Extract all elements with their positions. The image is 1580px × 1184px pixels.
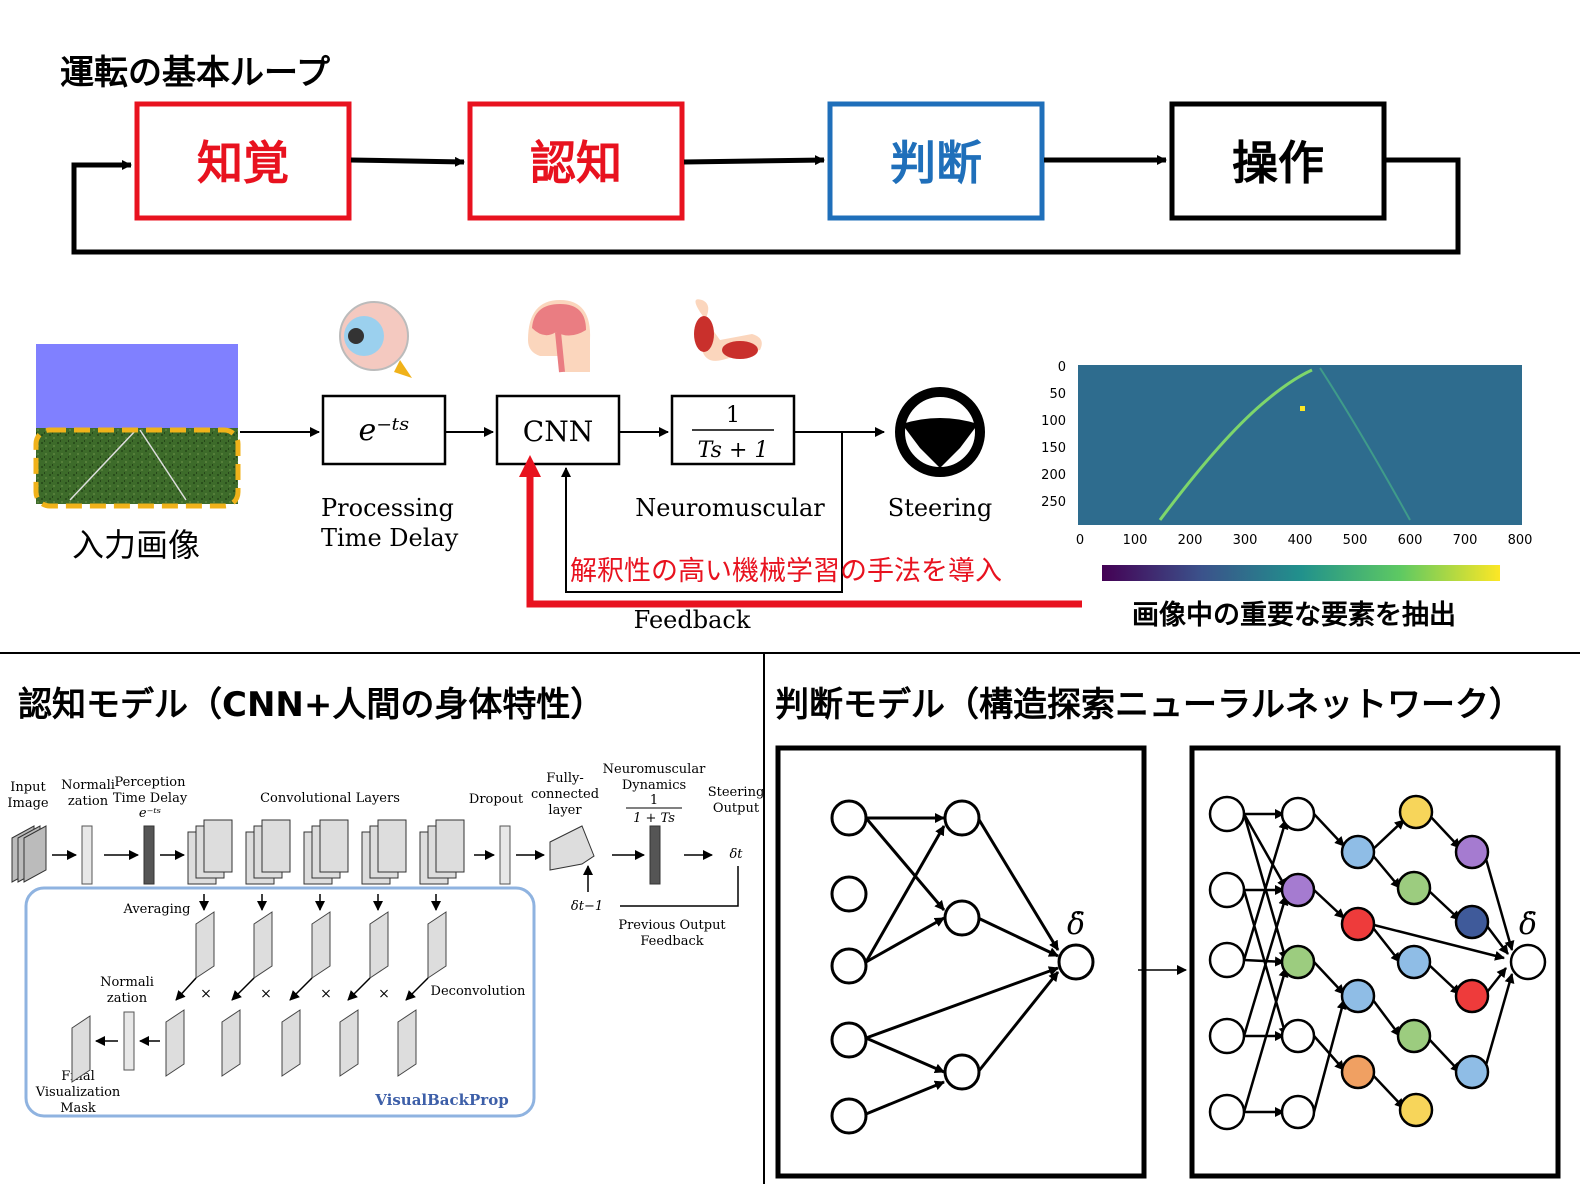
loop-label-decision: 判断 bbox=[890, 136, 982, 190]
heatmap-xtick-5: 500 bbox=[1343, 533, 1368, 548]
heatmap-xtick-3: 300 bbox=[1233, 533, 1258, 548]
loop-label-perception: 知覚 bbox=[197, 136, 289, 190]
brain-icon bbox=[528, 300, 591, 373]
cnn-architecture: × × × × VisualBackProp bbox=[11, 819, 739, 1118]
output-symbol-left: δ̇ bbox=[1067, 907, 1085, 942]
heatmap-caption: 画像中の重要な要素を抽出 bbox=[1132, 600, 1456, 631]
label-input-2: Image bbox=[7, 796, 49, 811]
label-final-2: Visualization bbox=[35, 1085, 121, 1100]
neuro-label: Neuromuscular bbox=[635, 494, 825, 522]
steering-wheel-icon bbox=[895, 387, 985, 477]
label-prev-2: Feedback bbox=[640, 934, 703, 949]
label-perception-2: Time Delay bbox=[113, 791, 188, 806]
cognition-title: 認知モデル（CNN+人間の身体特性） bbox=[18, 685, 604, 725]
heatmap-xtick-6: 600 bbox=[1398, 533, 1423, 548]
label-steer-2: Output bbox=[713, 801, 760, 816]
label-deconv: Deconvolution bbox=[431, 984, 527, 999]
heatmap-xtick-1: 100 bbox=[1123, 533, 1148, 548]
label-norm2-1: Normali bbox=[100, 975, 154, 990]
label-dropout: Dropout bbox=[469, 792, 524, 807]
label-fc-2: connected bbox=[531, 787, 599, 802]
loop-box-cognition: 認知 bbox=[467, 101, 685, 221]
heatmap-ytick-3: 150 bbox=[1041, 441, 1066, 456]
label-final-3: Mask bbox=[60, 1101, 96, 1116]
structured-network: δ̇ bbox=[1189, 745, 1561, 1179]
feedback-label: Feedback bbox=[634, 606, 751, 634]
label-averaging: Averaging bbox=[122, 902, 190, 917]
label-neuro-3: 1 bbox=[650, 793, 658, 808]
tf-denominator: Ts + 1 bbox=[698, 438, 769, 463]
input-image bbox=[33, 344, 241, 509]
heatmap-ytick-5: 250 bbox=[1041, 495, 1066, 510]
muscle-icon bbox=[694, 299, 762, 361]
delay-label-2: Time Delay bbox=[321, 524, 459, 552]
label-norm2-2: zation bbox=[107, 991, 148, 1006]
red-arrow bbox=[519, 455, 1082, 608]
loop-box-perception: 知覚 bbox=[134, 101, 352, 221]
colorbar bbox=[1102, 565, 1500, 581]
label-input-1: Input bbox=[10, 780, 46, 795]
loop-box-decision: 判断 bbox=[827, 101, 1045, 221]
heatmap-xtick-2: 200 bbox=[1178, 533, 1203, 548]
heatmap-ytick-0: 0 bbox=[1058, 360, 1066, 375]
label-neuro-1: Neuromuscular bbox=[603, 762, 706, 777]
times-2: × bbox=[260, 986, 272, 1002]
vbp-label: VisualBackProp bbox=[374, 1091, 508, 1109]
label-neuro-4: 1 + Ts bbox=[633, 811, 675, 826]
heatmap-ytick-4: 200 bbox=[1041, 468, 1066, 483]
loop-title: 運転の基本ループ bbox=[60, 53, 330, 93]
cnn-block: CNN bbox=[495, 394, 621, 466]
delay-expr: e⁻ᵗˢ bbox=[358, 413, 409, 448]
heatmap-xtick-4: 400 bbox=[1288, 533, 1313, 548]
heatmap-ytick-1: 50 bbox=[1049, 387, 1066, 402]
heatmap: 0 50 100 150 200 250 0 100 200 300 400 5… bbox=[1041, 360, 1532, 581]
heatmap-ytick-2: 100 bbox=[1041, 414, 1066, 429]
times-4: × bbox=[378, 986, 390, 1002]
output-symbol-right: δ̇ bbox=[1519, 907, 1537, 942]
heatmap-xtick-8: 800 bbox=[1508, 533, 1533, 548]
steering-label: Steering bbox=[888, 494, 992, 522]
times-1: × bbox=[200, 986, 212, 1002]
input-image-label: 入力画像 bbox=[72, 526, 200, 564]
label-fc-1: Fully- bbox=[546, 771, 583, 786]
label-neuro-2: Dynamics bbox=[622, 778, 686, 793]
label-delta-t1: δt−1 bbox=[571, 899, 603, 914]
cnn-label: CNN bbox=[523, 415, 593, 448]
heatmap-xtick-7: 700 bbox=[1453, 533, 1478, 548]
decision-title: 判断モデル（構造探索ニューラルネットワーク） bbox=[775, 685, 1523, 725]
simple-network: δ̇ bbox=[775, 745, 1147, 1179]
label-prev-1: Previous Output bbox=[618, 918, 726, 933]
label-delta-t: δt bbox=[729, 847, 743, 862]
label-perception-1: Perception bbox=[115, 775, 187, 790]
transfer-function-block: 1 Ts + 1 bbox=[670, 394, 796, 466]
delay-block: e⁻ᵗˢ bbox=[321, 394, 447, 466]
heatmap-xtick-0: 0 bbox=[1076, 533, 1084, 548]
label-perception-3: e⁻ᵗˢ bbox=[139, 806, 161, 821]
pipeline-arrows bbox=[240, 427, 885, 593]
loop-box-operation: 操作 bbox=[1169, 101, 1387, 221]
cognition-labels: Input Image Normali zation Perception Ti… bbox=[7, 762, 764, 1116]
times-3: × bbox=[320, 986, 332, 1002]
label-conv: Convolutional Layers bbox=[260, 791, 400, 806]
tf-numerator: 1 bbox=[726, 403, 740, 428]
red-note: 解釈性の高い機械学習の手法を導入 bbox=[570, 556, 1002, 587]
loop-label-cognition: 認知 bbox=[530, 136, 622, 190]
loop-label-operation: 操作 bbox=[1232, 136, 1324, 190]
loop-arrows bbox=[71, 155, 1461, 255]
label-norm-1: Normali bbox=[61, 778, 115, 793]
delay-label-1: Processing bbox=[321, 494, 454, 522]
eye-icon bbox=[339, 301, 412, 378]
label-norm-2: zation bbox=[68, 794, 109, 809]
label-steer-1: Steering bbox=[708, 785, 765, 800]
label-fc-3: layer bbox=[548, 803, 582, 818]
